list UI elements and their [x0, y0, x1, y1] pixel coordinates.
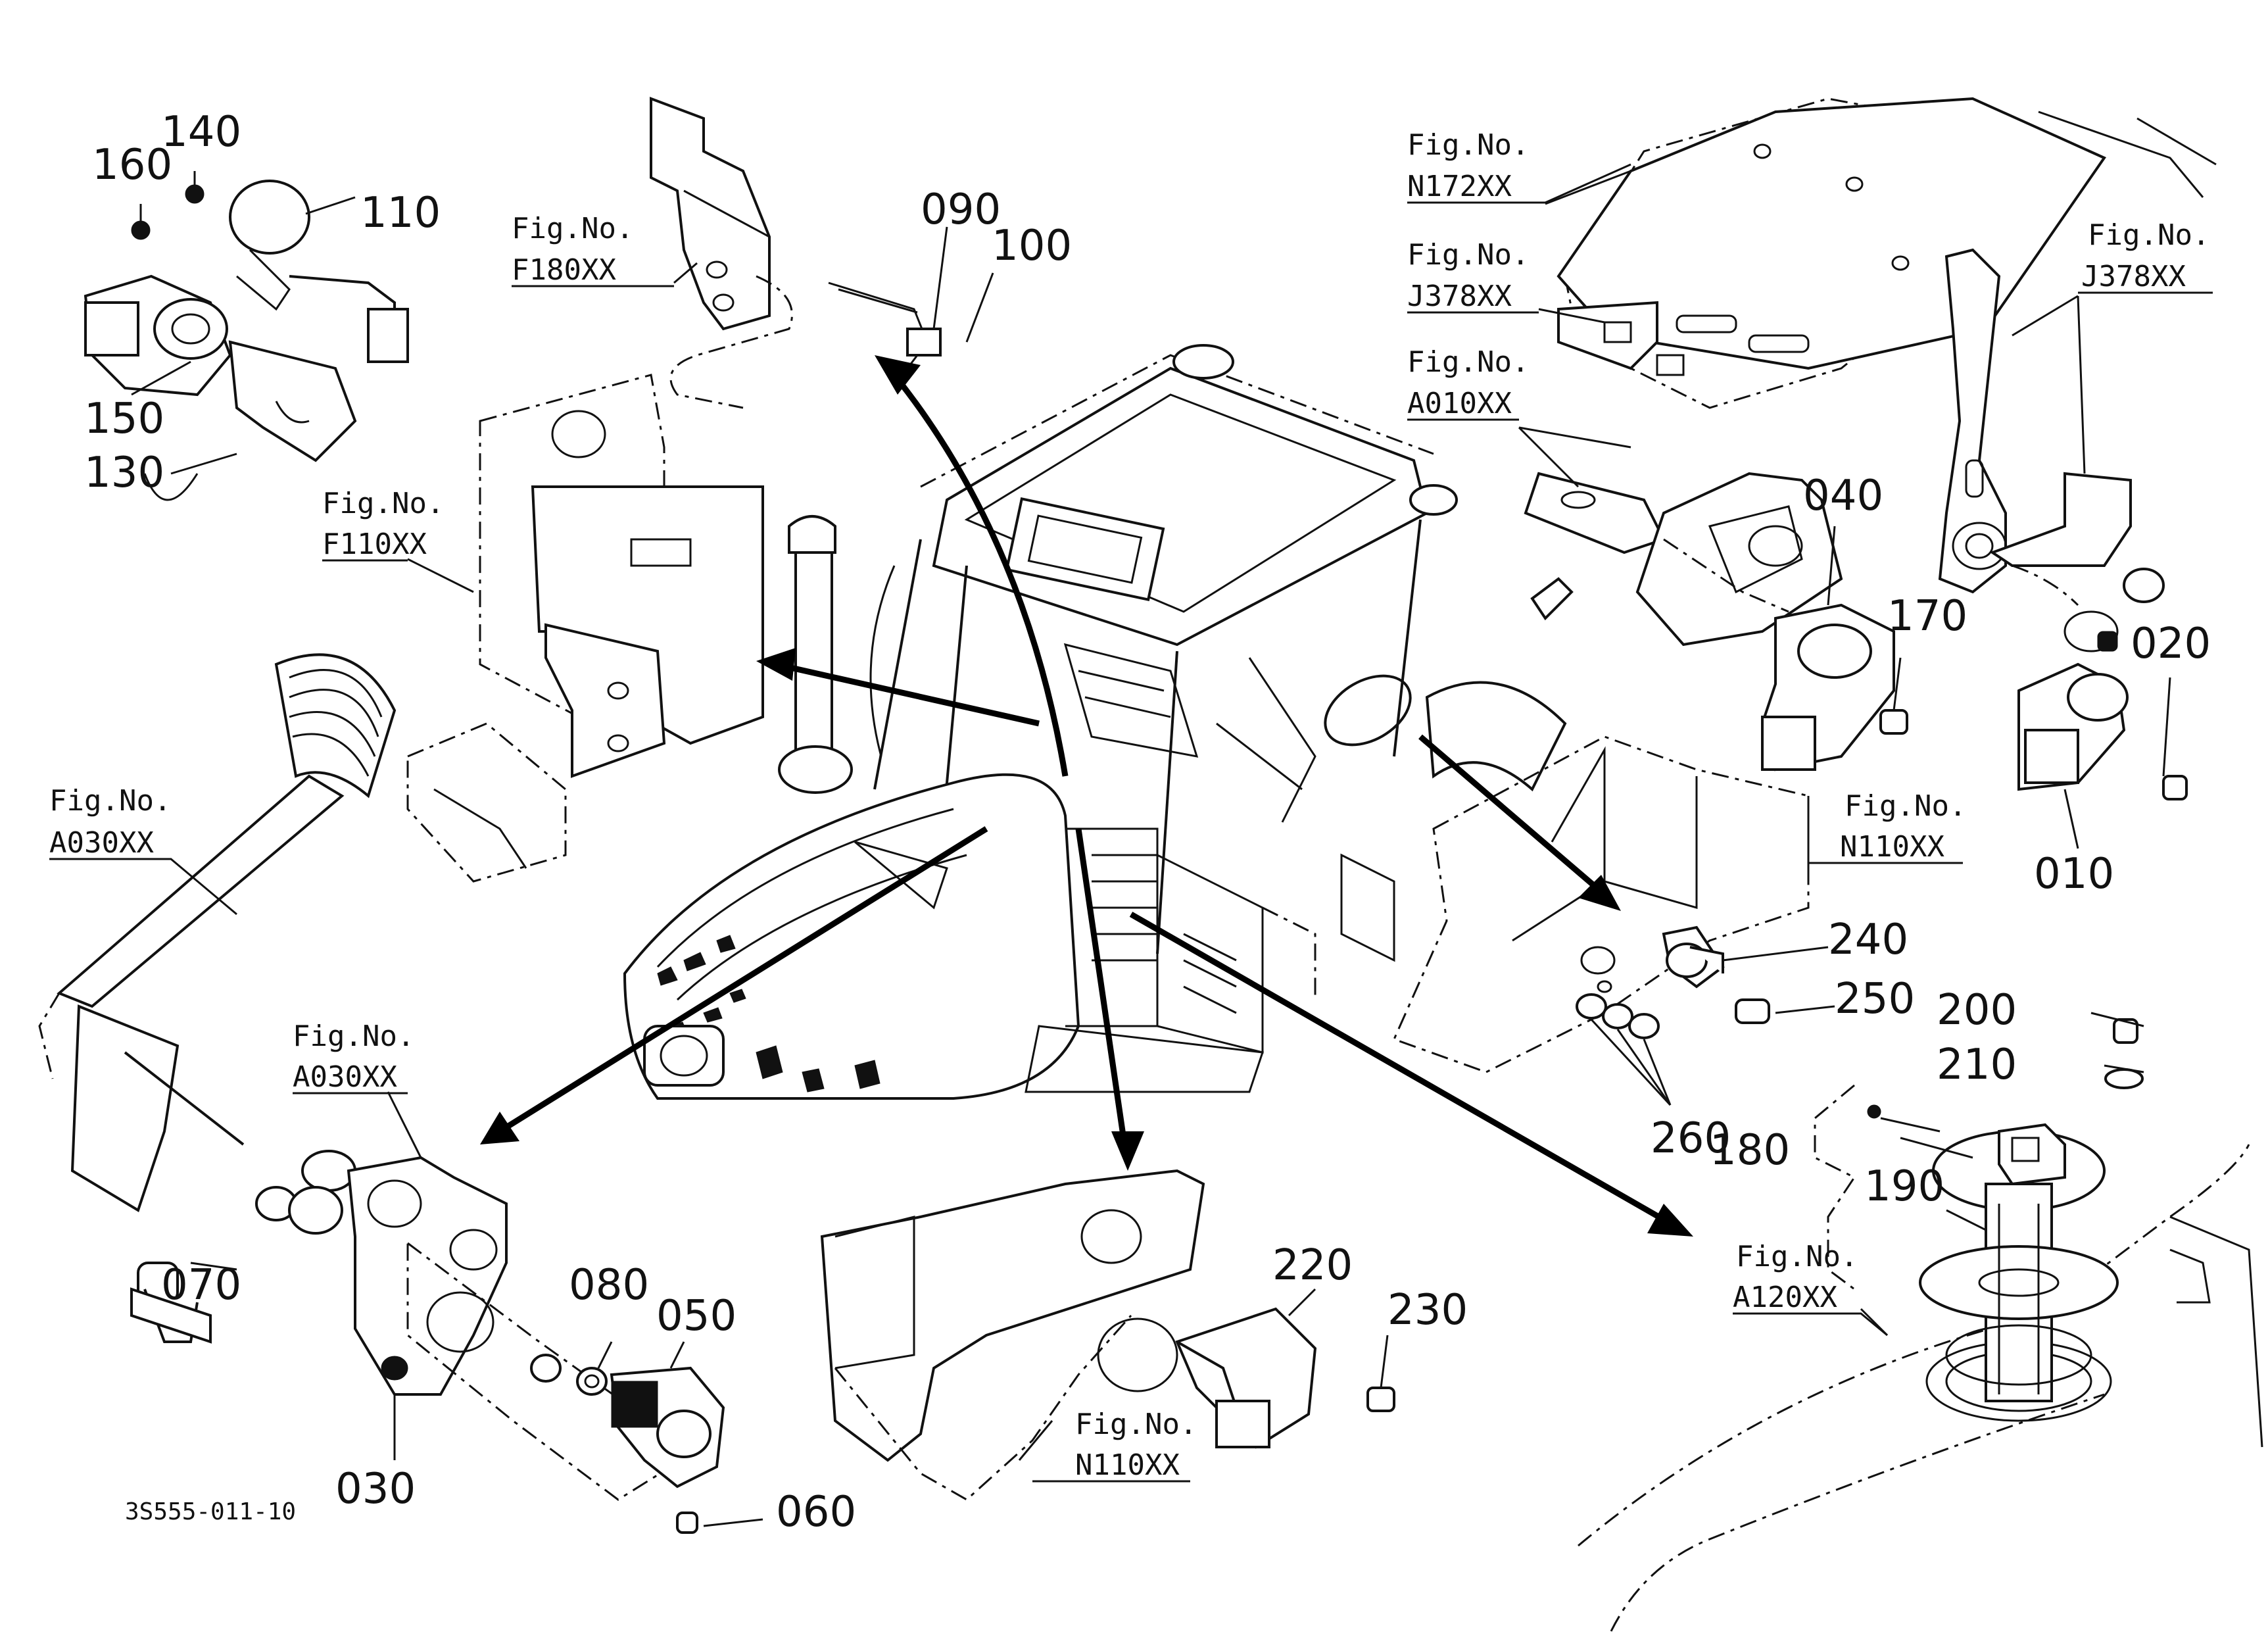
part-label-200: 200	[1937, 986, 2017, 1035]
fig-ref-j378-mid: J378XX	[1407, 280, 1512, 313]
part-label-060: 060	[776, 1488, 856, 1536]
part-label-140: 140	[161, 108, 241, 157]
bracket-n110-bottom	[820, 1169, 1205, 1501]
sensor-assembly-top-left	[84, 180, 409, 501]
part-label-050: 050	[656, 1292, 736, 1340]
part-label-030: 030	[335, 1465, 416, 1513]
part-label-240: 240	[1828, 916, 1908, 964]
part-label-160: 160	[92, 141, 172, 189]
part-label-110: 110	[360, 189, 441, 237]
part-label-090: 090	[921, 185, 1001, 234]
fig-prefix-f110: Fig.No.	[322, 487, 444, 520]
fig-prefix-a030-bottom: Fig.No.	[293, 1020, 414, 1053]
bracket-a010	[1524, 472, 1843, 647]
part-label-130: 130	[84, 449, 164, 497]
fig-ref-n110-bottom: N110XX	[1075, 1448, 1180, 1482]
part-label-230: 230	[1387, 1286, 1468, 1335]
fuel-sender-190	[1919, 1018, 2144, 1402]
drawing-code: 3S555-011-10	[125, 1498, 296, 1525]
fig-ref-a120: A120XX	[1733, 1281, 1837, 1314]
part-label-020: 020	[2131, 620, 2211, 668]
fig-prefix-j378-mid: Fig.No.	[1407, 238, 1529, 272]
fig-ref-n110-right: N110XX	[1840, 830, 1944, 864]
part-label-070: 070	[161, 1261, 241, 1310]
leaders-bottom-center	[1018, 1288, 1389, 1461]
part-label-150: 150	[84, 395, 164, 443]
part-label-100: 100	[992, 222, 1072, 270]
pointer-arrows	[480, 355, 1693, 1237]
bracket-f180	[650, 97, 942, 409]
leaders-top-right	[1518, 170, 1902, 711]
part-label-250: 250	[1835, 975, 1915, 1023]
sensor-050	[610, 1366, 725, 1534]
fig-ref-f110: F110XX	[322, 528, 427, 561]
fig-ref-a030-left: A030XX	[49, 826, 154, 860]
fig-prefix-a010: Fig.No.	[1407, 345, 1529, 379]
pedal-assembly	[38, 653, 397, 1344]
fig-prefix-n110-bottom: Fig.No.	[1075, 1408, 1197, 1441]
leaders-top-left	[131, 171, 356, 475]
part-label-260: 260	[1651, 1114, 1731, 1163]
part-label-190: 190	[1864, 1162, 1944, 1211]
fig-prefix-a030-left: Fig.No.	[49, 784, 171, 818]
sensor-040	[1760, 603, 1908, 772]
fig-ref-j378-right: J378XX	[2081, 260, 2186, 293]
part-label-180: 180	[1710, 1126, 1790, 1175]
bracket-f110	[406, 374, 764, 883]
fig-ref-a010: A010XX	[1407, 387, 1512, 420]
figure-reference-labels: Fig.No. F180XX Fig.No. F110XX Fig.No. A0…	[49, 128, 2213, 1483]
part-label-010: 010	[2034, 850, 2114, 898]
part-label-080: 080	[569, 1261, 649, 1310]
tank-a120	[1578, 1144, 2263, 1632]
fig-prefix-j378-right: Fig.No.	[2088, 218, 2209, 252]
tractor-illustration	[623, 344, 1567, 1100]
part-label-170: 170	[1887, 592, 1967, 641]
fig-ref-a030-bottom: A030XX	[293, 1060, 397, 1094]
fig-prefix-n172: Fig.No.	[1407, 128, 1529, 162]
panel-n110-right	[1392, 735, 1810, 1073]
part-label-220: 220	[1272, 1241, 1353, 1290]
sensor-220	[1175, 1307, 1395, 1449]
fig-ref-n172: N172XX	[1407, 170, 1512, 203]
fig-prefix-a120: Fig.No.	[1736, 1240, 1858, 1273]
leaders-right-mid	[1590, 796, 1835, 1106]
leaders-bottom-left	[190, 1091, 763, 1527]
sensor-010	[2017, 631, 2188, 800]
fig-ref-f180: F180XX	[512, 253, 616, 287]
fig-prefix-f180: Fig.No.	[512, 212, 633, 245]
bracket-a030-bottom	[288, 1156, 673, 1501]
leaders-bottom-right	[1814, 1012, 2144, 1337]
part-label-210: 210	[1937, 1041, 2017, 1089]
fig-prefix-n110-right: Fig.No.	[1845, 789, 1966, 823]
lever-j378	[1938, 248, 2165, 652]
part-label-040: 040	[1803, 472, 1883, 520]
leaders-top-center	[673, 226, 994, 343]
leaders-f110	[407, 558, 474, 593]
leaders-far-right	[2012, 295, 2171, 849]
part-number-labels: 160 140 110 150 130 090 100 040 170 020 …	[84, 108, 2211, 1536]
